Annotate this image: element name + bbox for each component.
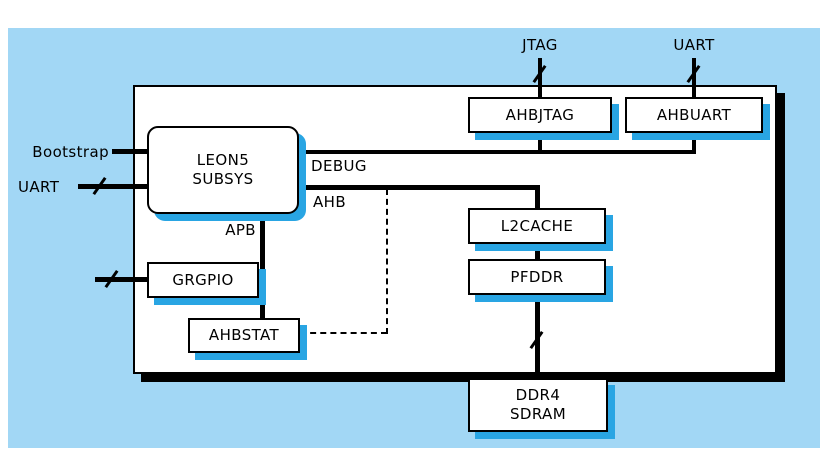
ahb-bus-line <box>299 185 540 190</box>
ahb-bus-label: AHB <box>313 193 347 211</box>
jtag-signal-line <box>538 58 542 99</box>
uart-top-label: UART <box>673 36 715 54</box>
block-ahbjtag: AHBJTAG <box>468 97 612 133</box>
bootstrap-signal-line <box>112 149 148 154</box>
bootstrap-label: Bootstrap <box>32 143 109 161</box>
debug-bus-line <box>299 150 696 154</box>
ahbstat-dashed-line-h <box>300 332 387 334</box>
grgpio-external-line <box>95 277 148 282</box>
l2cache-to-pfddr-line <box>535 243 540 260</box>
block-leon5-subsys: LEON5 SUBSYS <box>147 126 299 214</box>
block-pfddr: PFDDR <box>468 259 606 295</box>
apb-bus-line <box>260 214 265 319</box>
grgpio-apb-connector-line <box>256 277 265 282</box>
ahbuart-debug-connector-line <box>692 131 696 152</box>
uart-left-label: UART <box>18 178 60 196</box>
block-ahbstat: AHBSTAT <box>188 318 300 353</box>
jtag-label: JTAG <box>522 36 558 54</box>
ahbjtag-debug-connector-line <box>538 131 542 152</box>
debug-bus-label: DEBUG <box>311 157 367 175</box>
block-ddr4-sdram: DDR4 SDRAM <box>468 378 608 432</box>
uart-left-signal-line <box>78 184 148 189</box>
ahb-to-l2cache-line <box>535 188 540 210</box>
uart-top-signal-line <box>692 58 696 99</box>
block-l2cache: L2CACHE <box>468 208 606 244</box>
block-ahbuart: AHBUART <box>625 97 763 133</box>
ahbstat-dashed-line-v <box>386 189 388 334</box>
apb-bus-label: APB <box>225 221 256 239</box>
block-grgpio: GRGPIO <box>147 262 259 298</box>
